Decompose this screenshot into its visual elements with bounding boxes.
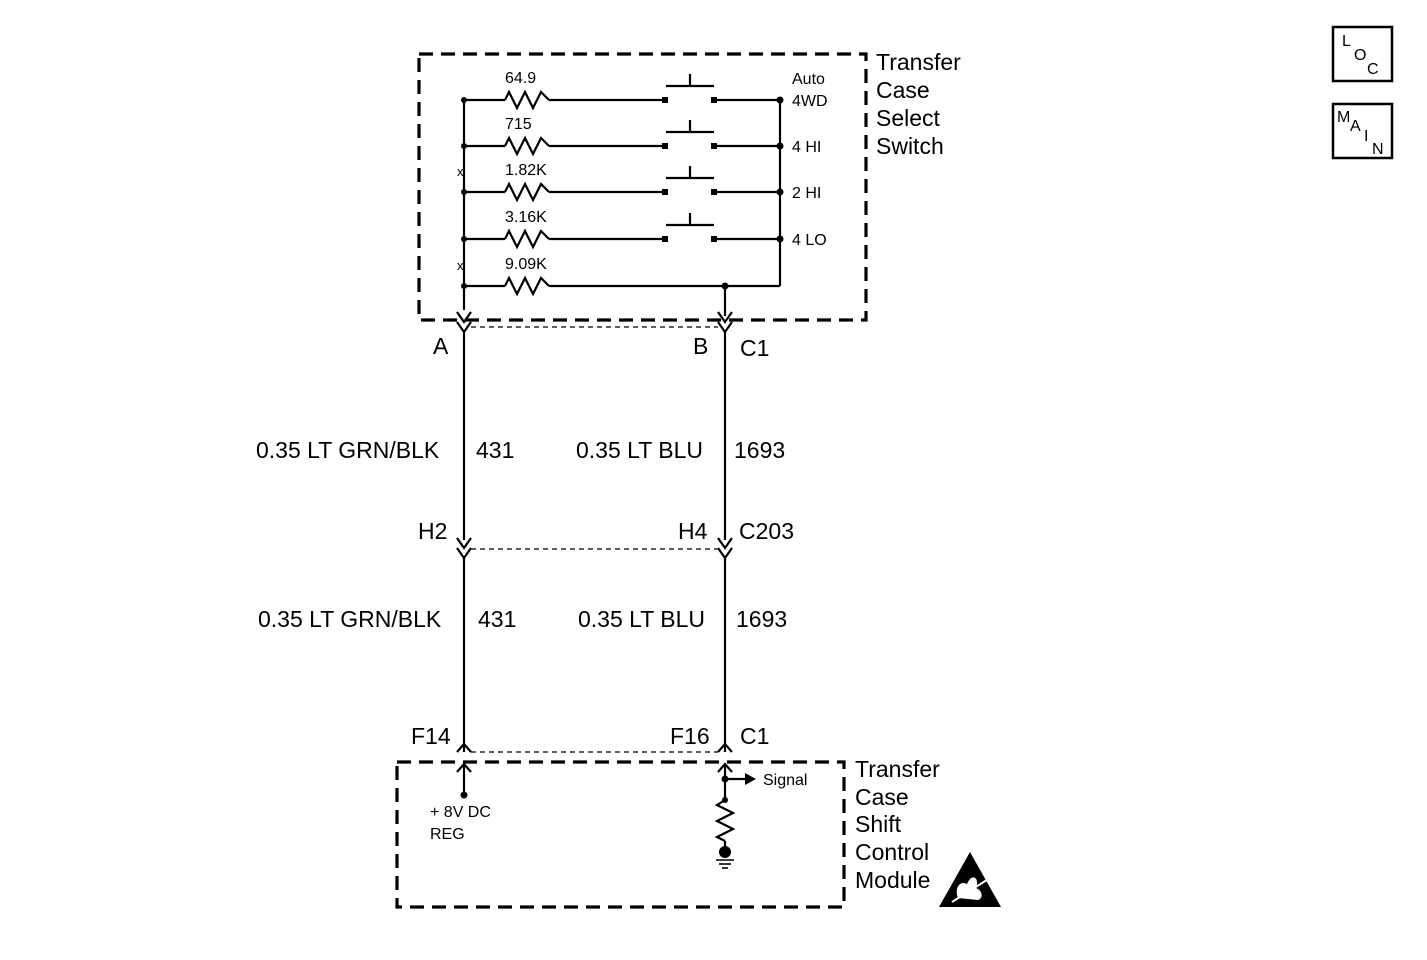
connector-c1-module-label: C1 [740,723,769,749]
loc-button[interactable]: L O C [1331,25,1394,83]
transfer-case-select-switch: 64.9 Auto 4WD 715 4 HI [417,49,961,322]
main-letter-n: N [1372,141,1384,158]
connector-c1-module: F14 F16 C1 [411,723,769,753]
supply-8v-reg: + 8V DC REG [430,762,491,843]
esd-warning-icon [939,852,1001,907]
position-label-auto: Auto [792,71,825,88]
resistor-value-715: 715 [505,116,532,133]
loc-letter-o: O [1354,47,1366,64]
pin-f16-label: F16 [670,723,710,749]
resistor-value-9-09k: 9.09K [505,256,547,273]
signal-arrow-icon [745,773,756,785]
wire-spec-right-upper: 0.35 LT BLU [576,437,703,463]
pin-f14-label: F14 [411,723,451,749]
no-connection-mark: x [457,258,464,273]
resistor-value-1-82k: 1.82K [505,162,547,179]
switch-row-2hi: x 1.82K 2 HI [457,162,821,203]
switch-row-4hi: 715 4 HI [461,116,821,157]
circuit-number-left-upper: 431 [476,437,514,463]
pin-h2-label: H2 [418,518,447,544]
position-label-2hi: 2 HI [792,185,821,202]
wire-spec-left-lower: 0.35 LT GRN/BLK [258,606,442,632]
pin-h4-label: H4 [678,518,708,544]
loc-letter-l: L [1342,33,1351,50]
svg-text:Transfer: Transfer [855,756,940,782]
connector-c1-label: C1 [740,335,769,361]
ground-icon [719,846,731,858]
supply-voltage-label: + 8V DC [430,804,491,821]
svg-text:Switch: Switch [876,133,944,159]
signal-label: Signal [763,772,807,789]
connector-c203: H2 H4 C203 [418,518,794,560]
connector-c203-label: C203 [739,518,794,544]
supply-reg-label: REG [430,826,465,843]
circuit-number-right-lower: 1693 [736,606,787,632]
loc-letter-c: C [1367,61,1379,78]
svg-text:Transfer: Transfer [876,49,961,75]
wire-spec-right-lower: 0.35 LT BLU [578,606,705,632]
switch-label: Transfer Case Select Switch [876,49,961,159]
main-letter-i: I [1364,128,1368,145]
module-label: Transfer Case Shift Control Module [855,756,940,893]
main-button[interactable]: M A I N [1331,102,1394,160]
transfer-case-shift-control-module: + 8V DC REG Signal Transfer Case Shift C… [395,756,940,909]
no-connection-mark: x [457,164,464,179]
position-label-4lo: 4 LO [792,232,827,249]
pin-b-label: B [693,333,708,359]
main-letter-m: M [1337,109,1350,126]
resistor-value-3-16k: 3.16K [505,209,547,226]
switch-row-series-resistor: x 9.09K [457,256,780,316]
circuit-number-left-lower: 431 [478,606,516,632]
main-letter-a: A [1350,118,1361,135]
position-label-4wd: 4WD [792,93,828,110]
svg-text:Case: Case [876,77,930,103]
signal-input-circuit: Signal [714,762,807,869]
switch-row-auto-4wd: 64.9 Auto 4WD [461,70,828,111]
svg-text:Module: Module [855,867,930,893]
svg-text:Select: Select [876,105,941,131]
position-label-4hi: 4 HI [792,139,821,156]
svg-text:Case: Case [855,784,909,810]
switch-row-4lo: 3.16K 4 LO [461,209,827,250]
pin-a-label: A [433,333,449,359]
resistor-value-64-9: 64.9 [505,70,536,87]
svg-text:Shift: Shift [855,811,902,837]
wire-spec-left-upper: 0.35 LT GRN/BLK [256,437,440,463]
circuit-number-right-upper: 1693 [734,437,785,463]
svg-text:Control: Control [855,839,929,865]
